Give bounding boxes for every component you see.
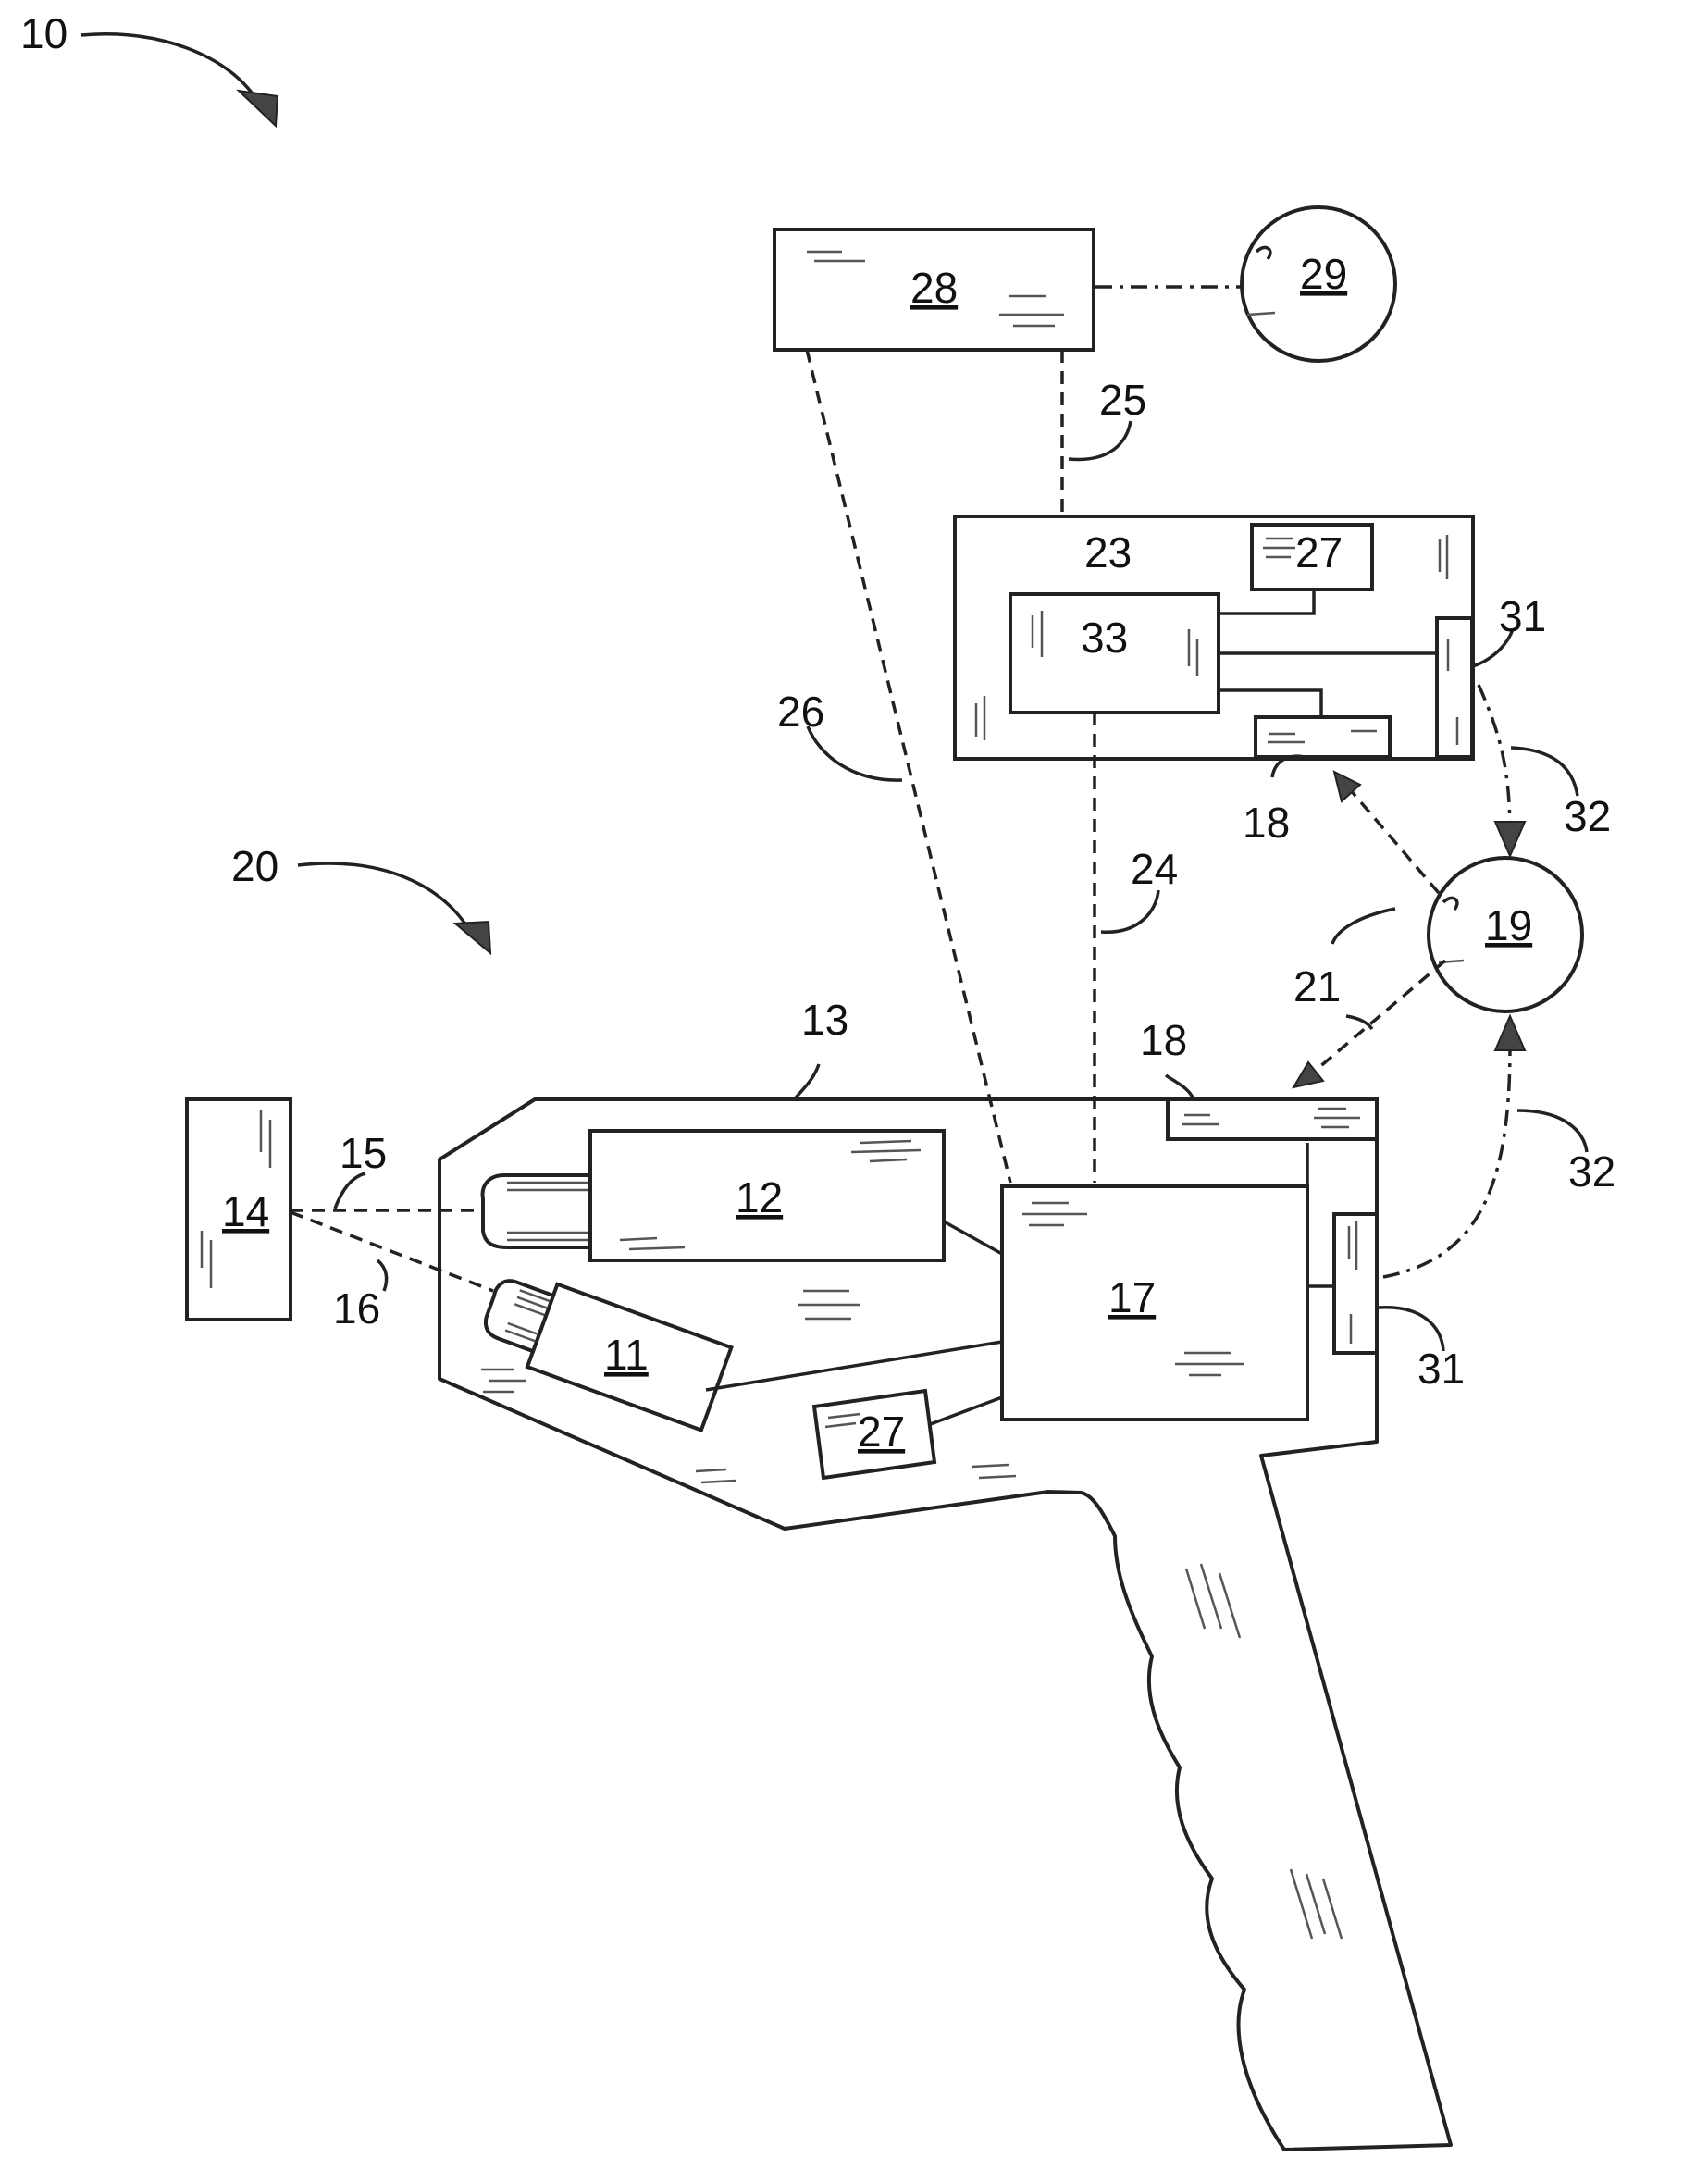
label-controller-17: 17 [1108,1273,1156,1321]
label-remote-unit-23: 23 [1084,528,1132,577]
beam-16 [291,1212,493,1291]
label-device-transceiver-18: 18 [1140,1016,1187,1064]
link-26 [807,350,1010,1183]
bottom-emitter [475,1265,731,1430]
label-link-32-bottom: 32 [1568,1147,1615,1196]
top-emitter [483,1131,944,1260]
label-bottom-emitter-11: 11 [604,1331,649,1379]
label-user-19: 19 [1485,901,1532,949]
label-beam-15: 15 [340,1129,387,1177]
label-beam-16: 16 [333,1284,380,1333]
link-32-bottom [1383,1046,1510,1277]
label-housing-13: 13 [801,996,848,1044]
label-server-28: 28 [910,264,958,312]
label-remote-port-31: 31 [1499,592,1546,640]
link-21 [1293,772,1445,1087]
remote-transceiver-box [1256,717,1390,757]
wire-memory-controller [928,1397,1002,1425]
label-server-user-29: 29 [1300,250,1347,298]
label-remote-processor-33: 33 [1081,614,1128,662]
label-top-emitter-12: 12 [736,1173,783,1221]
device-reference-arrow [298,863,490,953]
label-target-14: 14 [222,1187,269,1235]
label-remote-memory-27: 27 [1295,528,1343,577]
device-transceiver-box [1168,1099,1377,1139]
label-link-32-top: 32 [1564,792,1611,840]
wire-top-emitter-controller [944,1221,1002,1254]
device-port-box [1334,1214,1377,1353]
wire-bottom-emitter-controller [706,1342,1002,1390]
label-link-25: 25 [1099,376,1146,424]
system-reference-arrow [81,34,278,126]
link-32-top [1479,685,1510,837]
label-link-24: 24 [1131,845,1178,893]
label-link-21: 21 [1293,962,1341,1011]
label-system-10: 10 [20,9,68,57]
label-link-26: 26 [777,688,824,736]
label-device-20: 20 [231,842,278,890]
label-remote-transceiver-18: 18 [1243,799,1290,847]
label-device-port-31: 31 [1417,1345,1465,1393]
remote-port-box [1437,618,1472,757]
label-device-memory-27: 27 [858,1407,905,1456]
